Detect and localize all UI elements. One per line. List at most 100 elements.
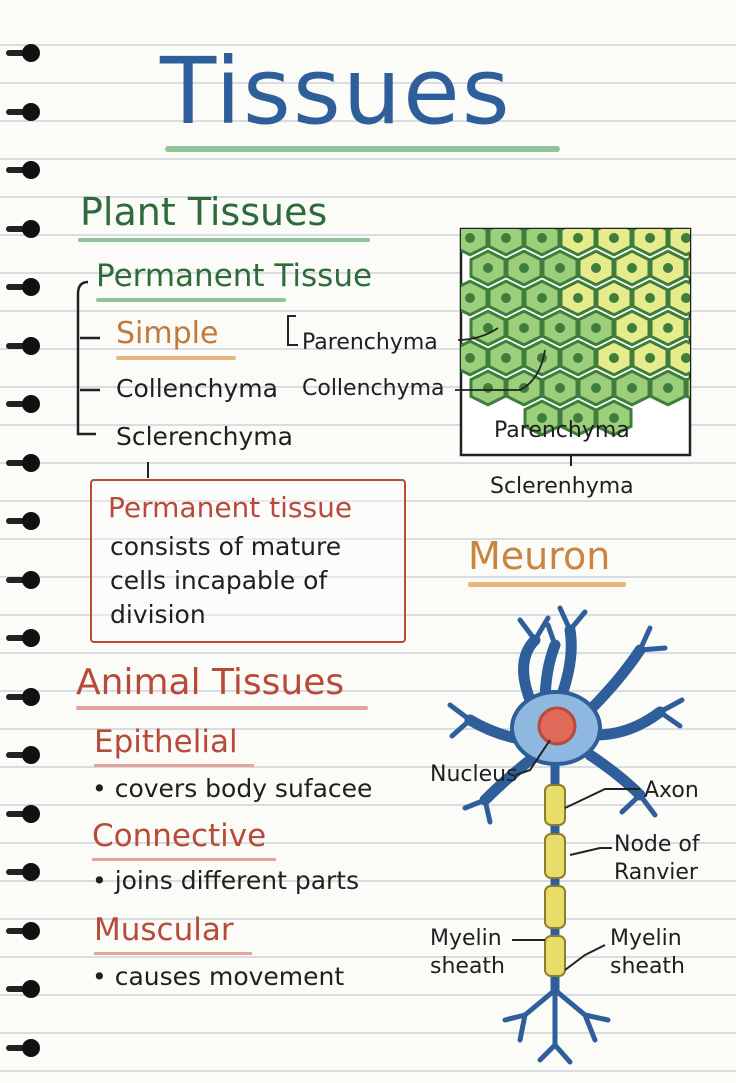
- myelin-segment: [544, 833, 566, 879]
- plant-cell: [685, 376, 690, 400]
- cell-nucleus: [519, 323, 529, 333]
- myelin-sheath-left-label-1: Myelin: [430, 926, 502, 951]
- cell-nucleus: [501, 353, 511, 363]
- myelin-segment: [544, 784, 566, 826]
- cell-nucleus: [483, 263, 493, 273]
- myelin-sheath-right-label-1: Myelin: [610, 926, 682, 951]
- muscular-underline: [94, 952, 252, 955]
- binding-ring: [6, 1038, 40, 1057]
- animal-heading-underline: [76, 706, 368, 710]
- permanent-tissue-heading: Permanent Tissue: [96, 258, 373, 294]
- cell-nucleus: [663, 323, 673, 333]
- cell-nucleus: [663, 383, 673, 393]
- binding-ring: [6, 629, 40, 647]
- binding-ring: [6, 687, 40, 706]
- animal-tissues-heading: Animal Tissues: [76, 662, 345, 703]
- cell-nucleus: [627, 263, 637, 273]
- cell-nucleus: [555, 263, 565, 273]
- node-of-ranvier-label-1: Node of: [614, 832, 700, 857]
- myelin-sheath-right-label-2: sheath: [610, 954, 685, 979]
- parenchyma-diagram-label: Parenchyma: [494, 418, 630, 443]
- plant-heading-underline: [78, 238, 370, 242]
- cell-nucleus: [573, 293, 583, 303]
- definition-title: Permanent tissue: [108, 491, 353, 524]
- binding-ring: [6, 570, 40, 589]
- definition-line-1: consists of mature: [110, 532, 342, 561]
- permanent-heading-underline: [96, 298, 286, 302]
- plant-cell: [685, 316, 690, 340]
- binding-ring: [6, 512, 40, 530]
- cell-nucleus: [591, 323, 601, 333]
- nucleus-label: Nucleus: [430, 762, 518, 787]
- binding-ring: [6, 395, 40, 413]
- cell-nucleus: [573, 413, 583, 423]
- cell-nucleus: [555, 323, 565, 333]
- plant-tissues-heading: Plant Tissues: [80, 190, 328, 234]
- sclerenchyma-branch-label: Sclerenchyma: [116, 422, 293, 451]
- plant-cell: [667, 279, 690, 317]
- cell-nucleus: [519, 263, 529, 273]
- binding-ring: [6, 980, 40, 998]
- plant-cell: [667, 339, 690, 377]
- cell-nucleus: [645, 353, 655, 363]
- cell-nucleus: [609, 413, 619, 423]
- cell-nucleus: [483, 323, 493, 333]
- axon-label: Axon: [644, 778, 699, 803]
- cell-nucleus: [537, 413, 547, 423]
- epithelial-heading: Epithelial: [94, 724, 238, 760]
- binding-ring: [6, 278, 40, 296]
- epithelial-underline: [94, 764, 254, 767]
- epithelial-description: • covers body sufacee: [92, 774, 373, 803]
- myelin-segment: [544, 885, 566, 929]
- cell-nucleus: [501, 293, 511, 303]
- cell-nucleus: [627, 383, 637, 393]
- collenchyma-type-label: Collenchyma: [302, 376, 445, 401]
- muscular-description: • causes movement: [92, 962, 345, 991]
- binding-ring: [6, 44, 40, 62]
- definition-line-3: division: [110, 600, 206, 629]
- cell-nucleus: [465, 353, 475, 363]
- cell-nucleus: [663, 263, 673, 273]
- cell-nucleus: [573, 353, 583, 363]
- binding-ring: [6, 804, 40, 823]
- binding-ring: [6, 921, 40, 940]
- neuron-heading-underline: [468, 582, 626, 587]
- cell-nucleus: [573, 233, 583, 243]
- definition-box: [90, 479, 406, 643]
- plant-cell: [685, 256, 690, 280]
- collenchyma-branch-label: Collenchyma: [116, 374, 278, 403]
- connective-heading: Connective: [92, 818, 267, 854]
- myelin-sheath-left-label-2: sheath: [430, 954, 505, 979]
- cell-nucleus: [681, 293, 690, 303]
- binding-ring: [6, 161, 40, 179]
- cell-nucleus: [645, 293, 655, 303]
- cell-nucleus: [465, 293, 475, 303]
- cell-nucleus: [501, 233, 511, 243]
- cell-nucleus: [555, 383, 565, 393]
- cell-nucleus: [591, 383, 601, 393]
- cell-nucleus: [465, 233, 475, 243]
- cell-nucleus: [537, 293, 547, 303]
- cell-nucleus: [681, 233, 690, 243]
- node-of-ranvier-label-2: Ranvier: [614, 860, 698, 885]
- cell-nucleus: [681, 353, 690, 363]
- simple-label: Simple: [116, 316, 219, 351]
- connective-underline: [92, 858, 276, 861]
- cell-nucleus: [609, 353, 619, 363]
- binding-ring: [6, 863, 40, 881]
- cell-nucleus: [627, 323, 637, 333]
- myelin-segment: [544, 935, 566, 977]
- cell-nucleus: [591, 263, 601, 273]
- simple-underline: [116, 356, 236, 360]
- connective-description: • joins different parts: [92, 866, 360, 895]
- binding-ring: [6, 102, 40, 121]
- sclerenchyma-diagram-label: Sclerenhyma: [490, 474, 634, 499]
- muscular-heading: Muscular: [94, 912, 234, 948]
- cell-nucleus: [609, 293, 619, 303]
- parenchyma-type-label: Parenchyma: [302, 330, 438, 355]
- neuron-heading: Meuron: [468, 534, 611, 578]
